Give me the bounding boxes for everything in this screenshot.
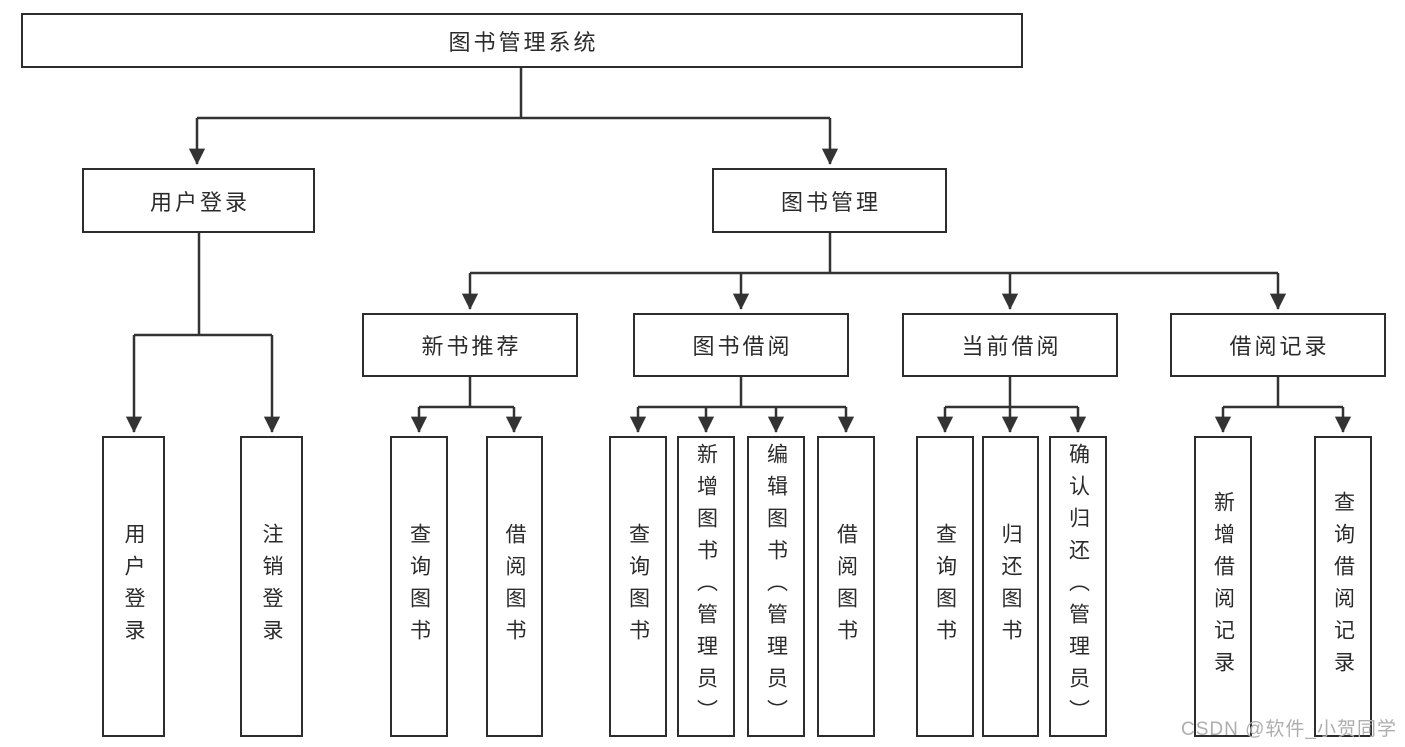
node-label: 新增借阅记录 bbox=[1211, 490, 1235, 683]
leaf-user-login: 用户登录 bbox=[102, 436, 165, 737]
node-library-management-system: 图书管理系统 bbox=[21, 13, 1023, 68]
node-label: 图书管理 bbox=[780, 189, 881, 215]
node-label: 归还图书 bbox=[999, 522, 1022, 651]
node-label: 编辑图书（管理员） bbox=[764, 442, 788, 731]
leaf-return-books: 归还图书 bbox=[982, 436, 1039, 737]
node-label: 确认归还（管理员） bbox=[1066, 442, 1090, 731]
leaf-borrow-books: 借阅图书 bbox=[817, 436, 875, 737]
leaf-add-borrow-record: 新增借阅记录 bbox=[1194, 436, 1252, 737]
leaf-query-books-borrowing: 查询图书 bbox=[609, 436, 667, 737]
node-label: 图书管理系统 bbox=[448, 29, 599, 55]
leaf-borrow-books-recommend: 借阅图书 bbox=[486, 436, 543, 737]
node-label: 查询图书 bbox=[407, 522, 431, 651]
node-borrowing-records: 借阅记录 bbox=[1170, 313, 1386, 377]
leaf-logout: 注销登录 bbox=[240, 436, 303, 737]
node-label: 借阅图书 bbox=[834, 522, 858, 651]
node-label: 注销登录 bbox=[260, 522, 283, 651]
leaf-confirm-return-admin: 确认归还（管理员） bbox=[1049, 436, 1107, 737]
node-label: 借阅图书 bbox=[503, 522, 526, 651]
node-label: 新增图书（管理员） bbox=[694, 442, 718, 731]
leaf-add-books-admin: 新增图书（管理员） bbox=[677, 436, 735, 737]
node-current-borrowing: 当前借阅 bbox=[902, 313, 1118, 377]
leaf-query-books-recommend: 查询图书 bbox=[390, 436, 448, 737]
node-label: 用户登录 bbox=[122, 522, 145, 651]
leaf-query-books-current: 查询图书 bbox=[916, 436, 974, 737]
node-label: 图书借阅 bbox=[692, 334, 793, 359]
node-book-borrowing: 图书借阅 bbox=[633, 313, 849, 377]
node-label: 查询图书 bbox=[933, 522, 957, 651]
connector-arrows bbox=[125, 118, 1352, 433]
node-new-book-recommendation: 新书推荐 bbox=[362, 313, 578, 377]
node-label: 当前借阅 bbox=[961, 334, 1062, 359]
leaf-query-borrow-record: 查询借阅记录 bbox=[1314, 436, 1372, 737]
node-label: 用户登录 bbox=[149, 189, 250, 215]
node-label: 查询借阅记录 bbox=[1331, 490, 1355, 683]
node-book-management-branch: 图书管理 bbox=[712, 168, 947, 233]
leaf-edit-books-admin: 编辑图书（管理员） bbox=[747, 436, 805, 737]
node-label: 查询图书 bbox=[626, 522, 650, 651]
connector-lines bbox=[134, 68, 1343, 409]
node-label: 借阅记录 bbox=[1229, 334, 1330, 359]
csdn-watermark: CSDN @软件_小贺同学 bbox=[1181, 719, 1397, 740]
node-user-login-branch: 用户登录 bbox=[82, 168, 315, 233]
node-label: 新书推荐 bbox=[421, 334, 522, 359]
